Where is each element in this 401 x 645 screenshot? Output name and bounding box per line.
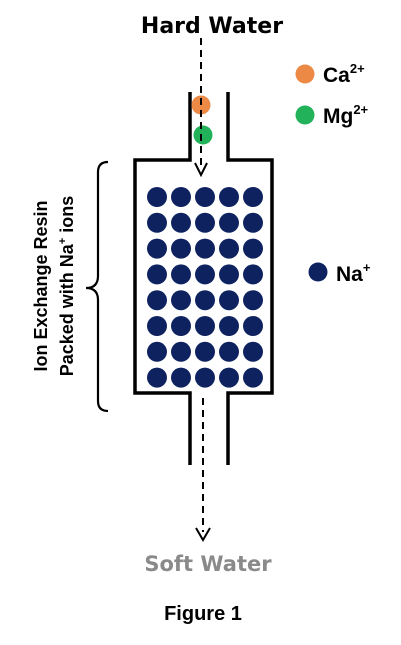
sodium-resin-bead [219,187,239,207]
calcium-legend-dot [295,64,315,84]
sodium-legend-label: Na+ [336,260,371,286]
sodium-resin-bead [219,212,239,233]
sodium-resin-bead [219,316,239,336]
sodium-resin-bead [219,238,239,259]
sodium-resin-bead [243,187,263,207]
inlet-label: Hard Water [141,14,283,39]
sodium-resin-bead [147,367,167,388]
outflow-arrowhead-icon [195,527,211,542]
sodium-resin-bead [243,290,263,311]
sodium-resin-bead [147,316,167,336]
sodium-resin-bead [171,341,191,362]
sodium-resin-bead [171,290,191,311]
sodium-resin-bead [171,212,191,233]
sodium-resin-bead [195,264,215,285]
sodium-resin-bead [171,316,191,336]
figure-caption: Figure 1 [164,603,242,625]
sodium-resin-bead [219,341,239,362]
sodium-resin-bead [171,367,191,388]
sodium-resin-bead [171,238,191,259]
inflow-arrowhead-icon [194,162,208,178]
sodium-resin-bead [243,341,263,362]
sodium-resin-bead [219,264,239,285]
sodium-resin-bead [243,264,263,285]
sodium-resin-bead [147,290,167,311]
sodium-resin-bead [147,187,167,207]
sodium-resin-bead [195,290,215,311]
resin-label: Ion Exchange Resin Packed with Na+ ions [31,196,77,377]
sodium-resin-bead [195,367,215,388]
sodium-resin-bead [195,187,215,207]
exchange-column-outline [133,92,274,465]
sodium-resin-bead [243,367,263,388]
sodium-resin-bead [243,238,263,259]
sodium-legend-dot [308,262,328,282]
sodium-resin-bead [195,212,215,233]
sodium-resin-bead [219,290,239,311]
sodium-resin-bead [171,264,191,285]
sodium-resin-bead [147,212,167,233]
sodium-resin-bead [243,316,263,336]
sodium-resin-bead [171,187,191,207]
sodium-resin-bead [195,238,215,259]
magnesium-legend-label: Mg2+ [323,102,369,128]
magnesium-legend-dot [295,105,315,125]
magnesium-ion [193,125,213,145]
resin-bead-grid [147,187,263,388]
sodium-resin-bead [195,316,215,336]
resin-bracket-icon [85,160,109,413]
resin-label-line2: Packed with Na+ ions [57,196,77,377]
sodium-resin-bead [243,212,263,233]
sodium-resin-bead [219,367,239,388]
calcium-legend-label: Ca2+ [323,61,365,87]
sodium-resin-bead [195,341,215,362]
resin-label-line1: Ion Exchange Resin [31,200,51,371]
sodium-resin-bead [147,341,167,362]
outlet-label: Soft Water [144,552,272,576]
sodium-resin-bead [147,238,167,259]
sodium-resin-bead [147,264,167,285]
